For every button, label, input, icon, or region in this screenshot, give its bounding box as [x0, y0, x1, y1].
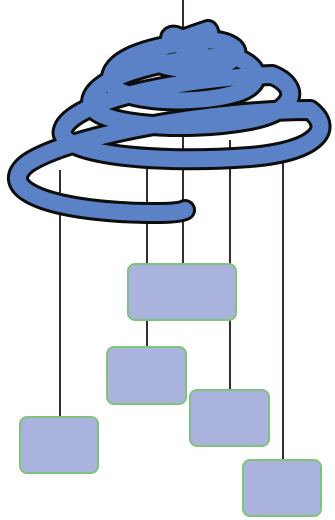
box-1 — [19, 416, 99, 474]
hanging-boxes — [19, 263, 322, 517]
box-4 — [189, 389, 270, 447]
box-3 — [127, 263, 237, 321]
box-2 — [106, 346, 187, 405]
spiral-coil — [7, 19, 332, 225]
spiral-fill — [10, 22, 329, 222]
box-5 — [242, 459, 322, 517]
